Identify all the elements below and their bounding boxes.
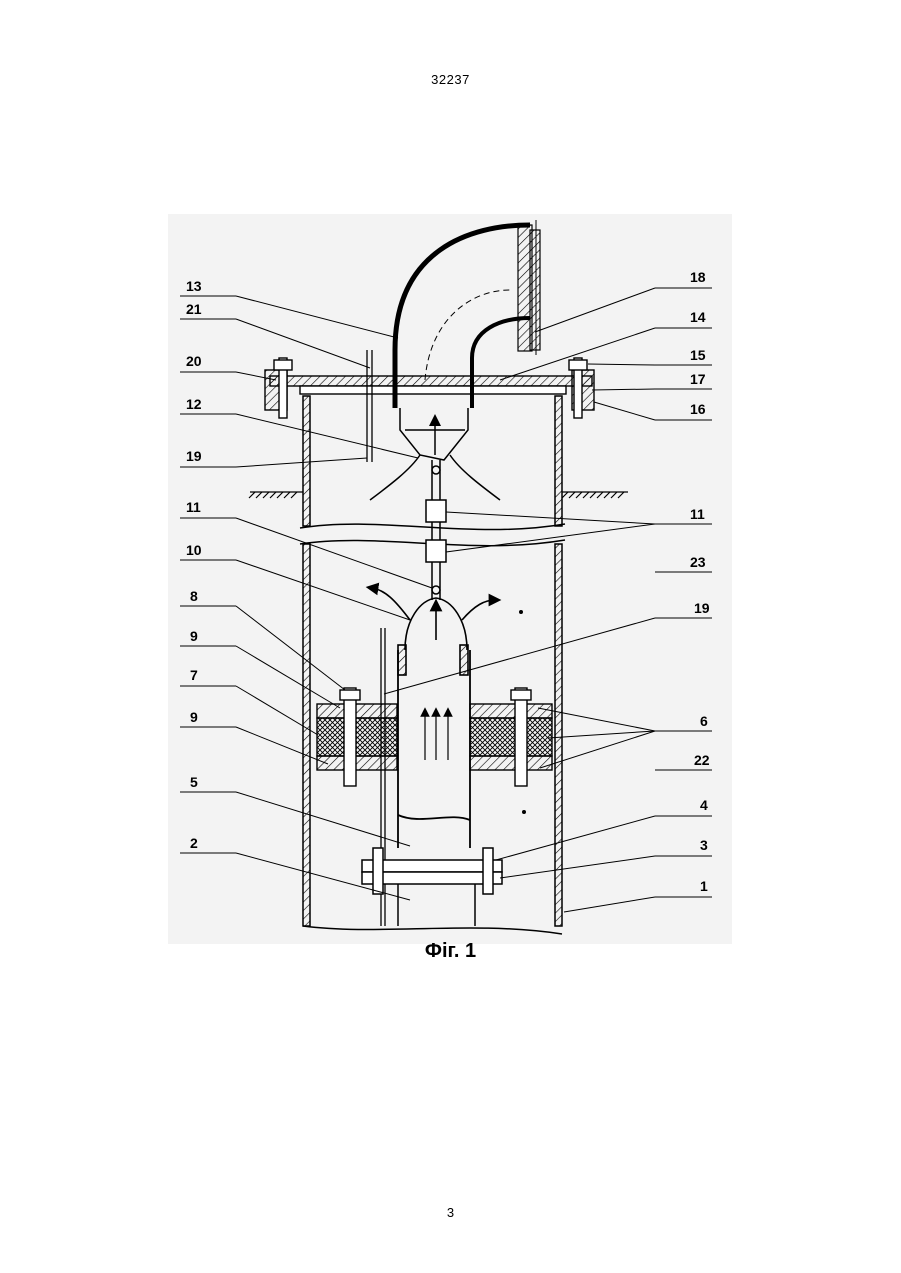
callout-16: 16 bbox=[690, 401, 706, 417]
callout-12: 12 bbox=[186, 396, 202, 412]
callout-10: 10 bbox=[186, 542, 202, 558]
callout-11-right: 11 bbox=[690, 506, 705, 522]
callout-23: 23 bbox=[690, 554, 706, 570]
page-number: 3 bbox=[0, 1205, 901, 1220]
callout-8: 8 bbox=[190, 588, 198, 604]
callout-3: 3 bbox=[700, 837, 708, 853]
callout-18: 18 bbox=[690, 269, 706, 285]
callout-20: 20 bbox=[186, 353, 202, 369]
callout-19-lower: 19 bbox=[694, 600, 710, 616]
zone-marker-23 bbox=[519, 610, 523, 614]
callout-15: 15 bbox=[690, 347, 706, 363]
callout-9-upper: 9 bbox=[190, 628, 198, 644]
callout-19-upper: 19 bbox=[186, 448, 202, 464]
callout-4: 4 bbox=[700, 797, 708, 813]
callout-14: 14 bbox=[690, 309, 706, 325]
callout-13: 13 bbox=[186, 278, 202, 294]
callout-6: 6 bbox=[700, 713, 708, 729]
callout-17: 17 bbox=[690, 371, 706, 387]
callout-22: 22 bbox=[694, 752, 710, 768]
callout-1: 1 bbox=[700, 878, 708, 894]
callout-5: 5 bbox=[190, 774, 198, 790]
callout-7: 7 bbox=[190, 667, 198, 683]
callout-11-left: 11 bbox=[186, 499, 201, 515]
zone-marker-22 bbox=[522, 810, 526, 814]
figure-caption: Фіг. 1 bbox=[0, 940, 901, 963]
callout-21: 21 bbox=[186, 301, 202, 317]
callout-9-lower: 9 bbox=[190, 709, 198, 725]
callout-2: 2 bbox=[190, 835, 198, 851]
drawing-background bbox=[168, 214, 732, 944]
